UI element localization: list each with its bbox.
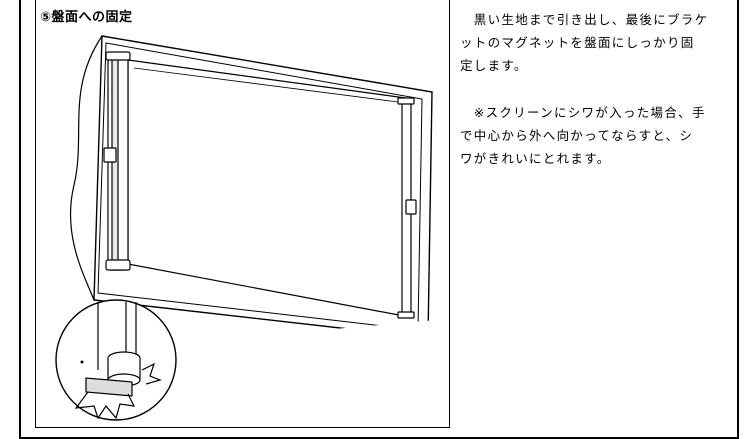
right-pull-bar bbox=[397, 97, 417, 319]
page-border-left bbox=[19, 0, 21, 439]
page-border-right bbox=[737, 0, 739, 439]
instruction-line: 定します。 bbox=[460, 58, 528, 73]
instruction-line: ※スクリーンにシワが入った場合、手 bbox=[460, 105, 706, 120]
screen-fabric bbox=[127, 59, 407, 317]
instruction-text: 黒い生地まで引き出し、最後にブラケ ットのマグネットを盤面にしっかり固 定します… bbox=[460, 8, 738, 170]
page-border-bottom bbox=[19, 437, 739, 439]
screen-illustration bbox=[55, 35, 433, 421]
left-roll-housing bbox=[103, 51, 131, 271]
instruction-para-1: 黒い生地まで引き出し、最後にブラケ ットのマグネットを盤面にしっかり固 定します… bbox=[460, 8, 738, 77]
instruction-line: ワがきれいにとれます。 bbox=[460, 151, 611, 166]
detail-callout-circle bbox=[55, 299, 177, 421]
instruction-line: ットのマグネットを盤面にしっかり固 bbox=[460, 35, 695, 50]
figure-frame bbox=[35, 0, 450, 428]
step-title: ⑤盤面への固定 bbox=[40, 10, 133, 25]
instruction-line: 黒い生地まで引き出し、最後にブラケ bbox=[460, 12, 709, 27]
instruction-line: で中心から外へ向かってならすと、シ bbox=[460, 128, 694, 143]
instruction-para-2: ※スクリーンにシワが入った場合、手 で中心から外へ向かってならすと、シ ワがきれ… bbox=[460, 101, 738, 170]
